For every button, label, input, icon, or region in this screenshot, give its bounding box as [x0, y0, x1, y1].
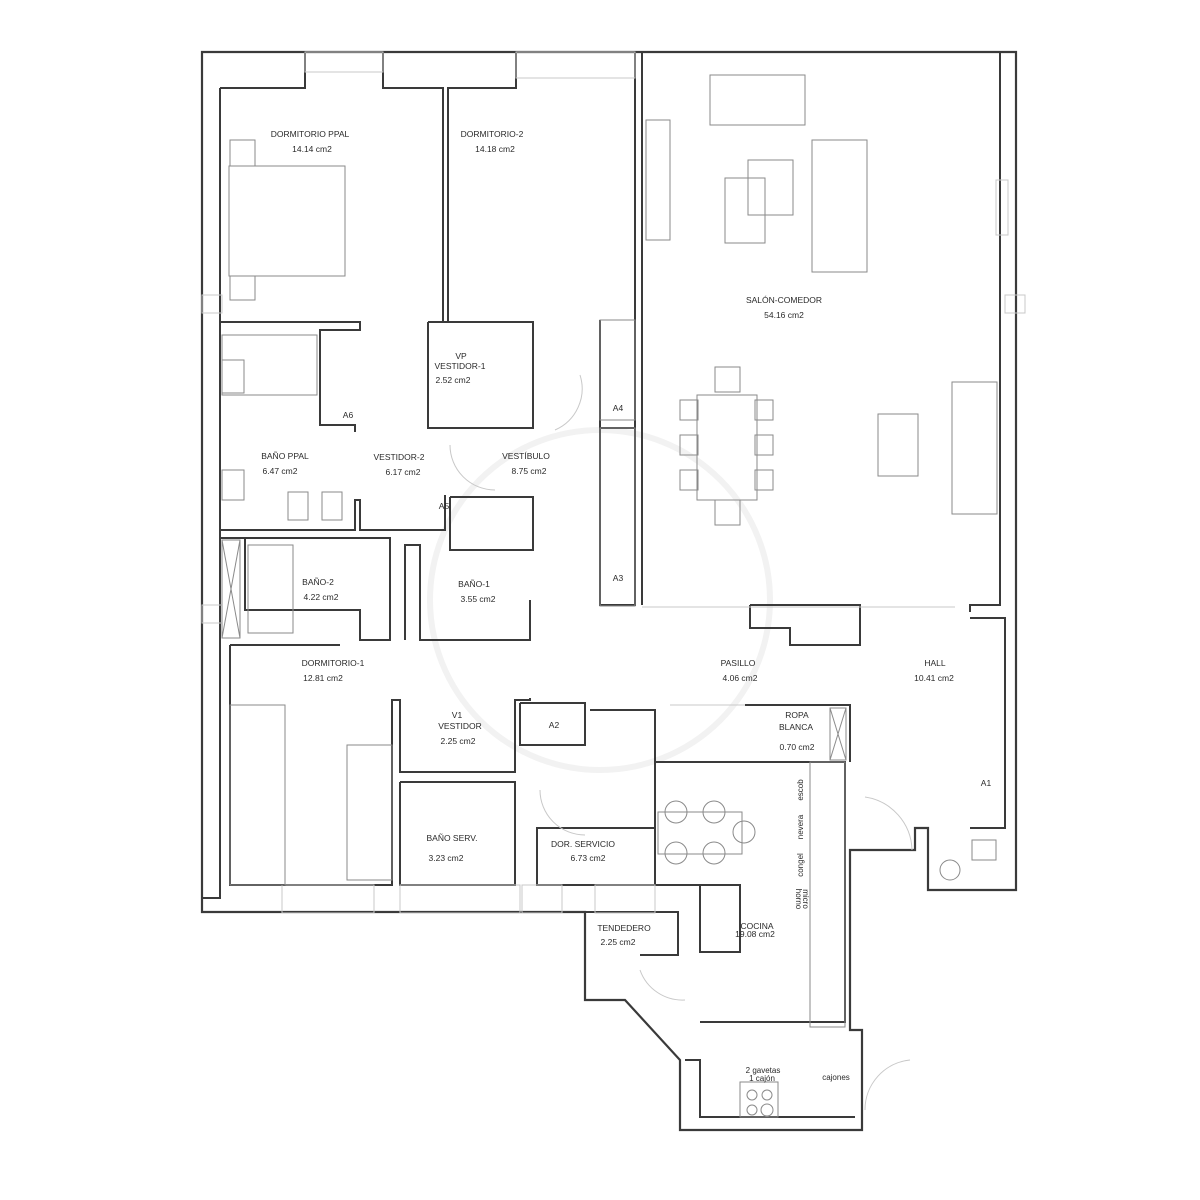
- closet-labels: A1 A2 A3 A4 A5 A6: [343, 403, 992, 788]
- wall: [229, 645, 531, 886]
- room-area: 10.41 cm2: [914, 673, 954, 683]
- room-tendedero: TENDEDERO 2.25 cm2: [597, 923, 651, 947]
- wall: [749, 604, 861, 646]
- room-area: 3.55 cm2: [461, 594, 496, 604]
- room-name: SALÓN-COMEDOR: [746, 295, 822, 305]
- room-labels: DORMITORIO PPAL 14.14 cm2 DORMITORIO-2 14.…: [261, 129, 954, 947]
- label-congel: congel: [796, 853, 805, 877]
- label-escob: escob: [796, 779, 805, 801]
- room-area: 54.16 cm2: [764, 310, 804, 320]
- room-name: BAÑO SERV.: [426, 833, 477, 843]
- room-area: 8.75 cm2: [512, 466, 547, 476]
- label-cajones: cajones: [822, 1073, 850, 1082]
- wall: [655, 761, 846, 1023]
- closet-label-a5: A5: [439, 501, 450, 511]
- wall: [447, 52, 517, 322]
- room-dormitorio-2: DORMITORIO-2 14.18 cm2: [461, 129, 524, 154]
- room-area: 2.25 cm2: [441, 736, 476, 746]
- room-area: 4.22 cm2: [304, 592, 339, 602]
- room-name: COCINA: [740, 921, 773, 931]
- wall: [449, 496, 534, 551]
- wall: [599, 52, 636, 606]
- room-name: DORMITORIO PPAL: [271, 129, 350, 139]
- room-name: V1: [452, 710, 463, 720]
- room-area: 6.73 cm2: [571, 853, 606, 863]
- room-bano-ppal: BAÑO PPAL 6.47 cm2: [261, 451, 309, 476]
- closet-label-a2: A2: [549, 720, 560, 730]
- inner-wall-left: [202, 88, 221, 899]
- label-horno: horno: [794, 889, 803, 910]
- appliance-labels: escob nevera congel horno micro 2 gaveta…: [746, 779, 850, 1083]
- room-name: ROPA: [785, 710, 809, 720]
- room-area: 6.47 cm2: [263, 466, 298, 476]
- closet-label-a3: A3: [613, 573, 624, 583]
- wall: [220, 495, 446, 531]
- room-name: BLANCA: [779, 722, 813, 732]
- closet-label-a1: A1: [981, 778, 992, 788]
- room-name: VESTIDOR: [438, 721, 481, 731]
- wall: [585, 911, 679, 956]
- room-bano-1: BAÑO-1 3.55 cm2: [458, 579, 496, 604]
- room-bano-2: BAÑO-2 4.22 cm2: [302, 577, 339, 602]
- wall: [970, 617, 1006, 829]
- room-name: BAÑO-1: [458, 579, 490, 589]
- room-dormitorio-ppal: DORMITORIO PPAL 14.14 cm2: [271, 129, 350, 154]
- room-name: BAÑO-2: [302, 577, 334, 587]
- room-area: 2.52 cm2: [436, 375, 471, 385]
- room-name: DORMITORIO-2: [461, 129, 524, 139]
- room-pasillo: PASILLO 4.06 cm2: [721, 658, 758, 683]
- wall: [427, 321, 534, 429]
- room-name: VESTIDOR-1: [434, 361, 485, 371]
- label-2-gavetas: 2 gavetas: [746, 1066, 781, 1075]
- wall: [382, 52, 444, 322]
- label-1-cajon: 1 cajón: [749, 1074, 775, 1083]
- room-area: 2.25 cm2: [601, 937, 636, 947]
- room-area: 14.14 cm2: [292, 144, 332, 154]
- room-name: PASILLO: [721, 658, 756, 668]
- room-area: 12.81 cm2: [303, 673, 343, 683]
- room-name: DOR. SERVICIO: [551, 839, 615, 849]
- closet-label-a4: A4: [613, 403, 624, 413]
- wall: [745, 704, 851, 762]
- label-micro: micro: [801, 889, 810, 909]
- room-name: DORMITORIO-1: [302, 658, 365, 668]
- exterior-wall: [200, 50, 1018, 1132]
- wall: [404, 544, 531, 641]
- door-swings: [449, 374, 955, 1111]
- room-dor-servicio: DOR. SERVICIO 6.73 cm2: [551, 839, 615, 863]
- wall: [655, 884, 741, 953]
- furniture: [221, 74, 998, 1118]
- room-name: BAÑO PPAL: [261, 451, 309, 461]
- room-area: 3.23 cm2: [429, 853, 464, 863]
- wall: [519, 702, 586, 746]
- room-area: 14.18 cm2: [475, 144, 515, 154]
- room-dormitorio-1: DORMITORIO-1 12.81 cm2: [302, 658, 365, 683]
- room-name: VESTÍBULO: [502, 451, 550, 461]
- wall: [969, 52, 1001, 612]
- room-ropa-blanca: ROPA BLANCA 0.70 cm2: [779, 710, 815, 752]
- room-vestibulo: VESTÍBULO 8.75 cm2: [502, 451, 550, 476]
- wall: [220, 537, 391, 641]
- room-area: 6.17 cm2: [386, 467, 421, 477]
- closet-label-a6: A6: [343, 410, 354, 420]
- wall: [220, 321, 361, 432]
- room-name: HALL: [924, 658, 946, 668]
- room-salon-comedor: SALÓN-COMEDOR 54.16 cm2: [746, 295, 822, 320]
- room-name: VP: [455, 351, 467, 361]
- room-name: TENDEDERO: [597, 923, 651, 933]
- room-area: 0.70 cm2: [780, 742, 815, 752]
- room-name: VESTIDOR-2: [373, 452, 424, 462]
- windows: [201, 51, 1026, 914]
- room-bano-serv: BAÑO SERV. 3.23 cm2: [426, 833, 477, 863]
- room-hall: HALL 10.41 cm2: [914, 658, 954, 683]
- wall: [220, 52, 306, 89]
- room-vestidor-2: VESTIDOR-2 6.17 cm2: [373, 452, 424, 477]
- room-area: 4.06 cm2: [723, 673, 758, 683]
- label-nevera: nevera: [796, 814, 805, 839]
- room-area: 19.08 cm2: [735, 929, 775, 939]
